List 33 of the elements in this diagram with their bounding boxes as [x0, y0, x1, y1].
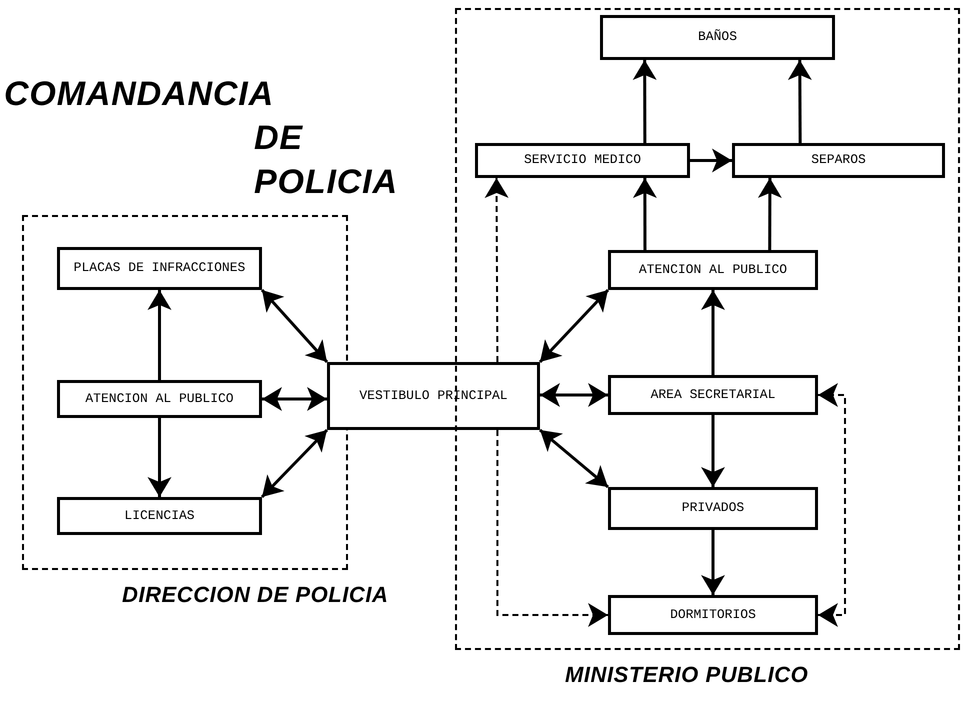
arrow — [632, 178, 657, 250]
room-box: SEPAROS — [732, 143, 945, 178]
arrow — [788, 60, 812, 143]
arrow — [539, 428, 609, 488]
title: COMANDANCIA DE POLICIA — [4, 74, 399, 203]
arrow — [538, 288, 610, 364]
arrow — [758, 178, 782, 250]
room-box: ATENCION AL PUBLICO — [57, 380, 262, 418]
room-box: PRIVADOS — [608, 487, 818, 530]
room-box: SERVICIO MEDICO — [475, 143, 690, 178]
arrow — [262, 387, 327, 411]
room-box: BAÑOS — [600, 15, 835, 60]
arrow — [260, 428, 328, 498]
arrow — [701, 530, 725, 595]
arrow — [818, 383, 846, 627]
group-heading: DIRECCION DE POLICIA — [122, 581, 388, 609]
arrow — [484, 178, 509, 362]
room-box: ATENCION AL PUBLICO — [608, 250, 818, 290]
arrow — [632, 60, 657, 143]
room-box: LICENCIAS — [57, 497, 262, 535]
arrow — [701, 415, 725, 487]
arrow — [690, 148, 732, 172]
arrow — [148, 290, 172, 380]
arrow — [540, 382, 608, 407]
room-box: DORMITORIOS — [608, 595, 818, 635]
arrow — [701, 290, 725, 375]
room-box: VESTIBULO PRINCIPAL — [327, 362, 540, 430]
room-box: AREA SECRETARIAL — [608, 375, 818, 415]
arrow — [260, 289, 328, 363]
room-box: PLACAS DE INFRACCIONES — [57, 247, 262, 290]
arrow — [148, 418, 172, 497]
arrow — [496, 430, 608, 627]
group-heading: MINISTERIO PUBLICO — [565, 661, 808, 689]
